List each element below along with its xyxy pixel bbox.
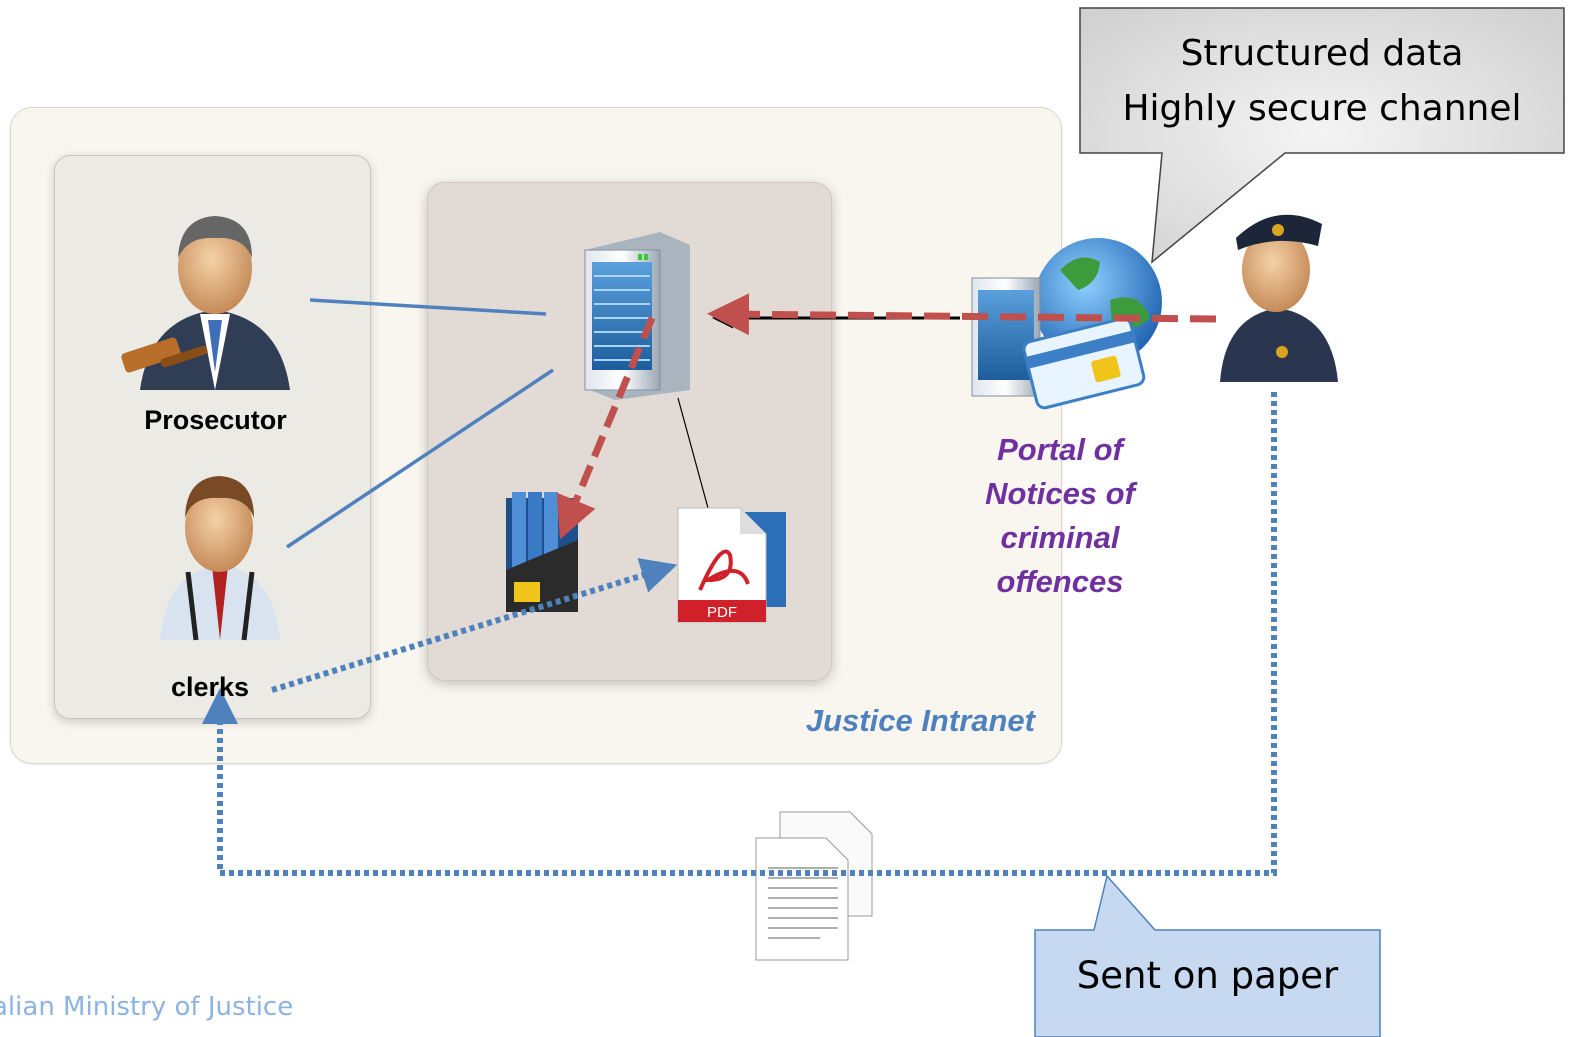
policeman-icon [1220, 214, 1338, 382]
pdf-label: PDF [707, 604, 737, 621]
portal-label-line: offences [996, 564, 1124, 599]
clerks-server-link [286, 368, 554, 549]
secure-channel-arrow [707, 293, 1217, 336]
portal-label: Portal of Notices of criminal offences [930, 428, 1190, 604]
archive-binder-icon [506, 492, 578, 612]
prosecutor-server-link [309, 298, 547, 316]
justice-intranet-label: Justice Intranet [805, 703, 1035, 738]
footer-text: alian Ministry of Justice [0, 992, 294, 1022]
portal-label-line: Notices of [985, 476, 1135, 511]
main-server-icon [584, 232, 690, 400]
portal-label-line: Portal of [997, 432, 1123, 467]
paper-callout-text: Sent on paper [1076, 954, 1339, 997]
secure-channel-callout-text: Structured data Highly secure channel [1085, 26, 1559, 136]
portal-server-icon [971, 238, 1162, 410]
clerks-label: clerks [170, 672, 250, 702]
paper-path-arrow [202, 392, 1277, 876]
paper-callout [1034, 874, 1381, 1037]
clerks-pdf-arrow [271, 558, 678, 693]
secure-channel-callout [1079, 7, 1565, 264]
server-archive-arrow [556, 316, 656, 540]
server-pdf-link [677, 397, 709, 509]
pdf-icon: PDF [677, 507, 786, 623]
callout-line: Highly secure channel [1122, 88, 1522, 129]
prosecutor-label: Prosecutor [144, 405, 287, 435]
portal-label-line: criminal [1000, 520, 1120, 555]
prosecutor-icon [121, 216, 290, 390]
paper-documents-icon [755, 811, 873, 961]
clerk-icon [160, 476, 280, 641]
callout-line: Structured data [1180, 33, 1464, 74]
